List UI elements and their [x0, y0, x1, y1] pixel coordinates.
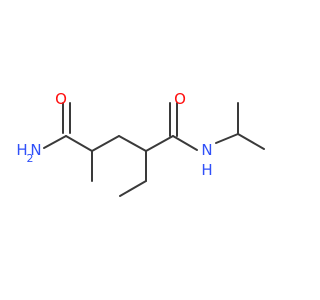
amine-subscript: 2 [27, 152, 34, 165]
bond-c1-c2 [65, 135, 93, 152]
amine-hydrogen: H [16, 141, 27, 159]
amine-nitrogen: N [30, 141, 41, 159]
bonds [43, 102, 265, 197]
amide-hydrogen: H [201, 161, 212, 179]
structure-canvas: O O N H 2 N H [16, 90, 265, 197]
oxygen-left: O [55, 90, 67, 108]
bond-c2-c3 [91, 135, 120, 152]
amide-nitrogen: N [201, 141, 212, 159]
bond-c4-c5 [145, 135, 174, 152]
bond-c5-nh [172, 135, 198, 151]
bond-c1-nh2 [43, 135, 67, 149]
bond-nh-ch [215, 133, 239, 144]
oxygen-right: O [174, 90, 186, 108]
bond-ethyl-ch3 [119, 180, 147, 197]
atom-labels: O O N H 2 N H [16, 90, 212, 179]
molecule-structure: O O N H 2 N H [16, 90, 265, 197]
bond-c3-c4 [118, 135, 147, 152]
bond-ch-methyl-right [237, 133, 265, 150]
